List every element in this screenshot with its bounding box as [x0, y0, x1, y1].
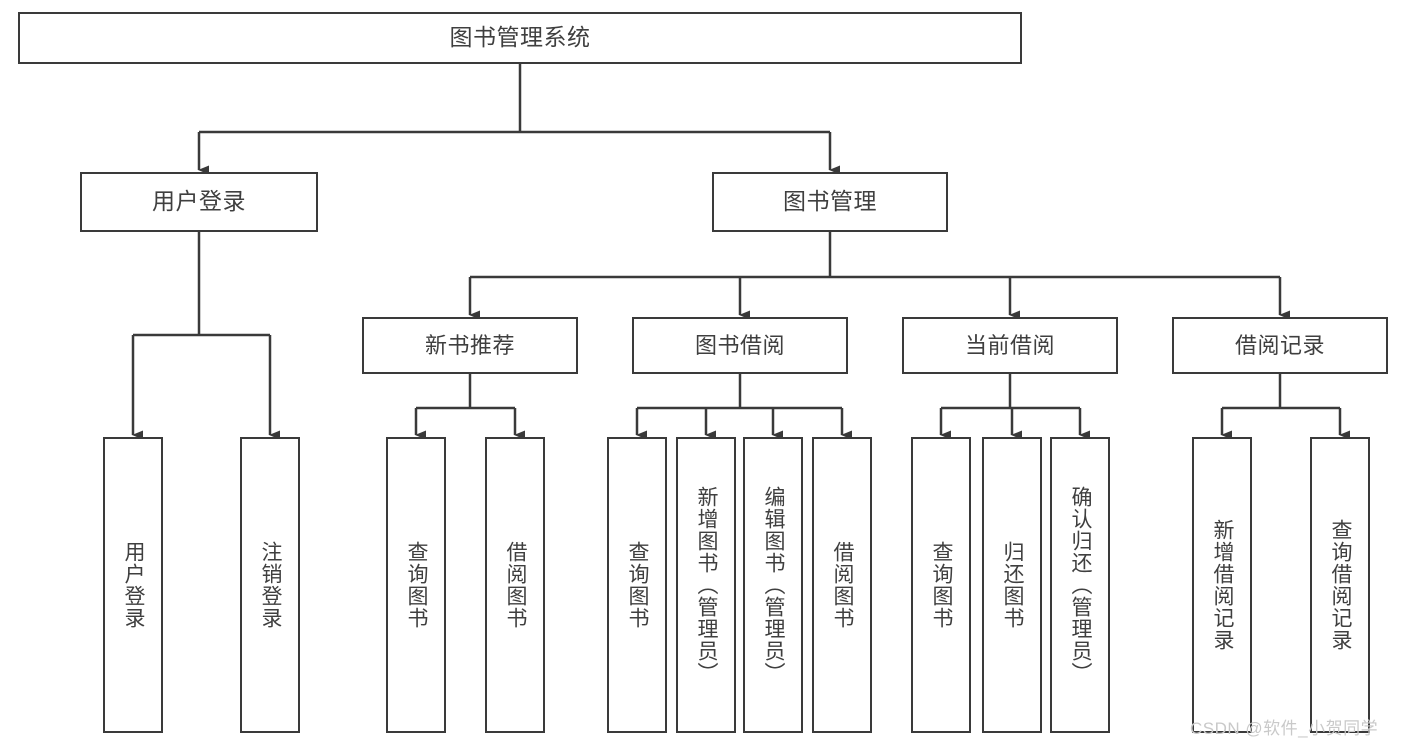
- connector-group: [131, 64, 1350, 440]
- node-label-borrow-records: 借阅记录: [1234, 332, 1325, 358]
- node-label-leaf-add-book-admin: 新增图书（管理员）: [695, 486, 719, 684]
- node-leaf-borrow-book[interactable]: 借阅图书: [812, 437, 872, 733]
- node-label-leaf-return-book: 归还图书: [1001, 541, 1025, 629]
- node-label-leaf-query-book-borrow: 查询图书: [626, 541, 650, 629]
- node-leaf-query-borrow-record[interactable]: 查询借阅记录: [1310, 437, 1370, 733]
- node-label-new-book-recommend: 新书推荐: [424, 332, 515, 358]
- node-label-leaf-query-borrow-record: 查询借阅记录: [1329, 519, 1353, 651]
- node-label-leaf-edit-book-admin: 编辑图书（管理员）: [762, 486, 786, 684]
- node-new-book-recommend[interactable]: 新书推荐: [362, 317, 578, 374]
- node-leaf-return-book[interactable]: 归还图书: [982, 437, 1042, 733]
- node-current-borrow[interactable]: 当前借阅: [902, 317, 1118, 374]
- node-label-book-borrow: 图书借阅: [694, 332, 785, 358]
- node-label-leaf-query-book-current: 查询图书: [930, 541, 954, 629]
- node-label-leaf-user-login: 用户登录: [122, 541, 146, 629]
- node-label-leaf-add-borrow-record: 新增借阅记录: [1211, 519, 1235, 651]
- node-label-leaf-confirm-return-admin: 确认归还（管理员）: [1069, 486, 1093, 684]
- node-label-leaf-query-book-rec: 查询图书: [405, 541, 429, 629]
- node-leaf-query-book-rec[interactable]: 查询图书: [386, 437, 446, 733]
- node-user-login[interactable]: 用户登录: [80, 172, 318, 232]
- node-leaf-add-borrow-record[interactable]: 新增借阅记录: [1192, 437, 1252, 733]
- node-leaf-add-book-admin[interactable]: 新增图书（管理员）: [676, 437, 736, 733]
- node-leaf-edit-book-admin[interactable]: 编辑图书（管理员）: [743, 437, 803, 733]
- node-label-leaf-logout-login: 注销登录: [259, 541, 283, 629]
- node-label-current-borrow: 当前借阅: [964, 332, 1055, 358]
- node-leaf-logout-login[interactable]: 注销登录: [240, 437, 300, 733]
- node-label-user-login: 用户登录: [152, 188, 246, 215]
- node-root[interactable]: 图书管理系统: [18, 12, 1022, 64]
- node-borrow-records[interactable]: 借阅记录: [1172, 317, 1388, 374]
- node-leaf-borrow-book-rec[interactable]: 借阅图书: [485, 437, 545, 733]
- node-book-borrow[interactable]: 图书借阅: [632, 317, 848, 374]
- node-label-leaf-borrow-book: 借阅图书: [831, 541, 855, 629]
- node-leaf-user-login[interactable]: 用户登录: [103, 437, 163, 733]
- node-leaf-query-book-borrow[interactable]: 查询图书: [607, 437, 667, 733]
- node-label-leaf-borrow-book-rec: 借阅图书: [504, 541, 528, 629]
- node-label-root: 图书管理系统: [449, 24, 591, 51]
- node-leaf-confirm-return-admin[interactable]: 确认归还（管理员）: [1050, 437, 1110, 733]
- node-leaf-query-book-current[interactable]: 查询图书: [911, 437, 971, 733]
- node-label-book-management: 图书管理: [783, 188, 877, 215]
- node-book-management[interactable]: 图书管理: [712, 172, 948, 232]
